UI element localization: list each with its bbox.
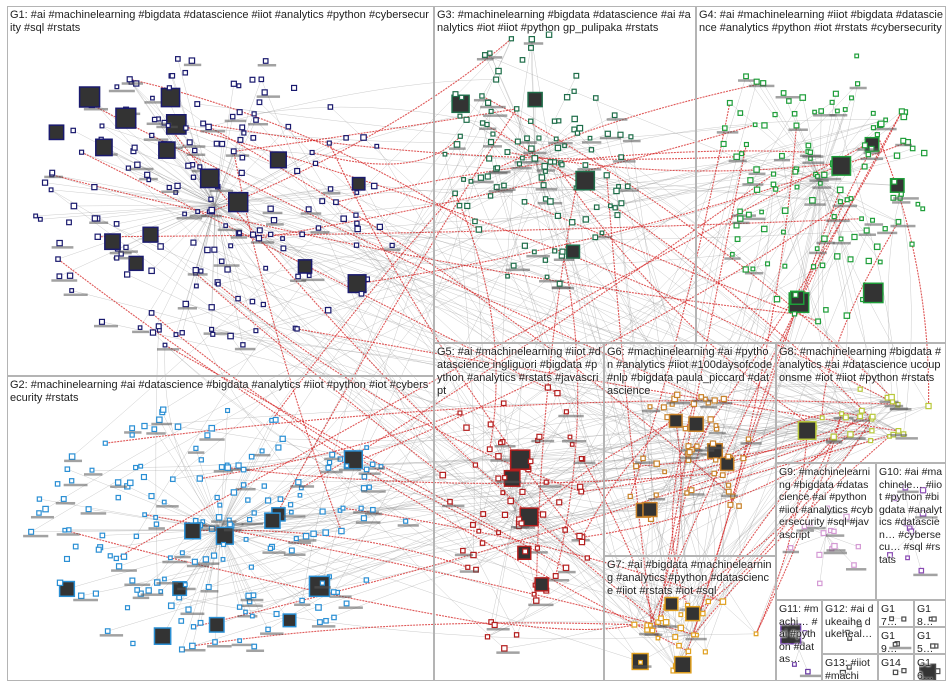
- group-panel-g12: G12: #ai dukeaihe dukeheal…: [822, 600, 878, 654]
- group-panel-g9: G9: #machinelearning #bigdata #datascien…: [776, 463, 876, 600]
- group-label-g5: G5: #ai #machinelearning #iiot #datascie…: [437, 346, 601, 398]
- group-panel-g17: G17…: [878, 600, 914, 627]
- group-panel-g19: G19…: [878, 627, 914, 654]
- group-panel-g14: G14: [878, 654, 914, 681]
- group-panel-g5: G5: #ai #machinelearning #iiot #datascie…: [434, 343, 604, 681]
- group-label-g9: G9: #machinelearning #bigdata #datascien…: [779, 466, 873, 541]
- group-panel-g10: G10: #ai #machinele… #iiot #python #bigd…: [876, 463, 946, 600]
- group-panel-g1: G1: #ai #machinelearning #bigdata #datas…: [7, 6, 434, 376]
- group-label-g14: G14: [881, 657, 911, 670]
- group-panel-g3: G3: #machinelearning #bigdata #datascien…: [434, 6, 696, 343]
- group-panel-g4: G4: #ai #machinelearning #iiot #bigdata …: [696, 6, 946, 343]
- group-panel-g6: G6: #machinelearning #ai #python #analyt…: [604, 343, 776, 556]
- group-label-g2: G2: #machinelearning #ai #datascience #b…: [10, 379, 431, 405]
- group-label-g4: G4: #ai #machinelearning #iiot #bigdata …: [699, 9, 943, 35]
- group-label-g16: G16…: [917, 657, 943, 681]
- group-panel-g8: G8: #machinelearning #bigdata #analytics…: [776, 343, 946, 463]
- group-label-g8: G8: #machinelearning #bigdata #analytics…: [779, 346, 943, 385]
- group-panel-g15: G15…: [914, 627, 946, 654]
- group-label-g10: G10: #ai #machinele… #iiot #python #bigd…: [879, 466, 943, 566]
- group-label-g17: G17…: [881, 603, 911, 627]
- group-label-g19: G19…: [881, 630, 911, 654]
- group-label-g18: G18…: [917, 603, 943, 627]
- group-panel-g18: G18…: [914, 600, 946, 627]
- group-panel-g16: G16…: [914, 654, 946, 681]
- group-label-g7: G7: #ai #bigdata #machinelearning #analy…: [607, 559, 773, 598]
- group-label-g6: G6: #machinelearning #ai #python #analyt…: [607, 346, 773, 398]
- group-label-g15: G15…: [917, 630, 943, 654]
- group-label-g13: G13: #iiot #machin…: [825, 657, 875, 681]
- group-panel-g2: G2: #machinelearning #ai #datascience #b…: [7, 376, 434, 681]
- group-label-g11: G11: #machi… #ai #python #datas…: [779, 603, 819, 666]
- group-panel-g7: G7: #ai #bigdata #machinelearning #analy…: [604, 556, 776, 681]
- group-label-g12: G12: #ai dukeaihe dukeheal…: [825, 603, 875, 641]
- group-panel-g13: G13: #iiot #machin…: [822, 654, 878, 681]
- group-panel-g11: G11: #machi… #ai #python #datas…: [776, 600, 822, 681]
- group-label-g1: G1: #ai #machinelearning #bigdata #datas…: [10, 9, 431, 35]
- group-label-g3: G3: #machinelearning #bigdata #datascien…: [437, 9, 693, 35]
